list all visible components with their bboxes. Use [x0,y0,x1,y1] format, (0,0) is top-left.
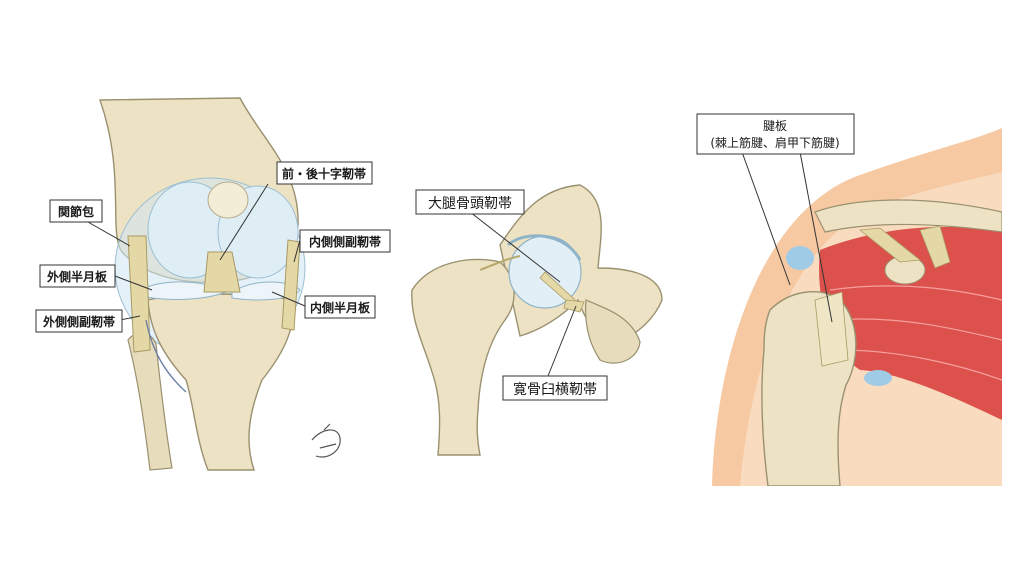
patella [207,181,249,219]
bursa-upper [786,246,814,270]
tibia [147,293,294,471]
svg-text:大腿骨頭靭帯: 大腿骨頭靭帯 [428,196,512,212]
svg-text:外側半月板: 外側半月板 [47,269,108,284]
svg-text:寛骨臼横靭帯: 寛骨臼横靭帯 [513,381,597,398]
peroneal-nerve [145,319,187,393]
rotator-cuff-muscle [819,226,1002,420]
label-joint-capsule: 関節包 [49,199,103,223]
svg-text:(棘上筋腱、肩甲下筋腱): (棘上筋腱、肩甲下筋腱) [710,135,839,150]
label-lateral-meniscus: 外側半月板 [39,264,116,288]
clavicle [814,199,1002,233]
ischium [585,299,641,364]
svg-text:内側側副靭帯: 内側側副靭帯 [309,234,381,249]
label-lateral-collateral-ligament: 外側側副靭帯 [35,309,123,333]
label-femoral-head-ligament: 大腿骨頭靭帯 [415,189,525,215]
coracoacromial-ligament [858,227,922,263]
label-medial-meniscus: 内側半月板 [304,295,376,319]
artist-signature [311,423,341,458]
bursa-lower [864,370,892,386]
transverse-acetabular-ligament [563,299,585,313]
label-medial-collateral-ligament: 内側側副靭帯 [299,229,391,253]
svg-text:内側半月板: 内側半月板 [310,300,371,315]
svg-text:前・後十字靭帯: 前・後十字靭帯 [282,166,366,181]
label-transverse-acetabular-ligament: 寛骨臼横靭帯 [502,375,608,401]
knee-illustration: 前・後十字靭帯 関節包 内側側副靭帯 外側半月板 内側半月板 外側側副靭帯 [35,97,391,471]
hip-illustration: 大腿骨頭靭帯 寛骨臼横靭帯 [411,184,663,456]
label-rotator-cuff: 腱板 (棘上筋腱、肩甲下筋腱) [696,113,855,155]
shoulder-illustration: 腱板 (棘上筋腱、肩甲下筋腱) [696,113,1002,486]
meniscus-medial [231,281,301,301]
hip-femur [411,258,515,456]
rotator-cuff-tendon [814,291,849,367]
svg-text:外側側副靭帯: 外側側副靭帯 [43,314,115,329]
svg-text:関節包: 関節包 [58,204,94,219]
lateral-collateral-ligament-shape [127,235,151,353]
medial-collateral-ligament-shape [281,239,301,331]
acetabular-rim [507,234,582,261]
cruciate-ligaments [203,251,241,293]
svg-text:腱板: 腱板 [763,119,787,133]
label-cruciate-ligaments: 前・後十字靭帯 [276,161,373,185]
